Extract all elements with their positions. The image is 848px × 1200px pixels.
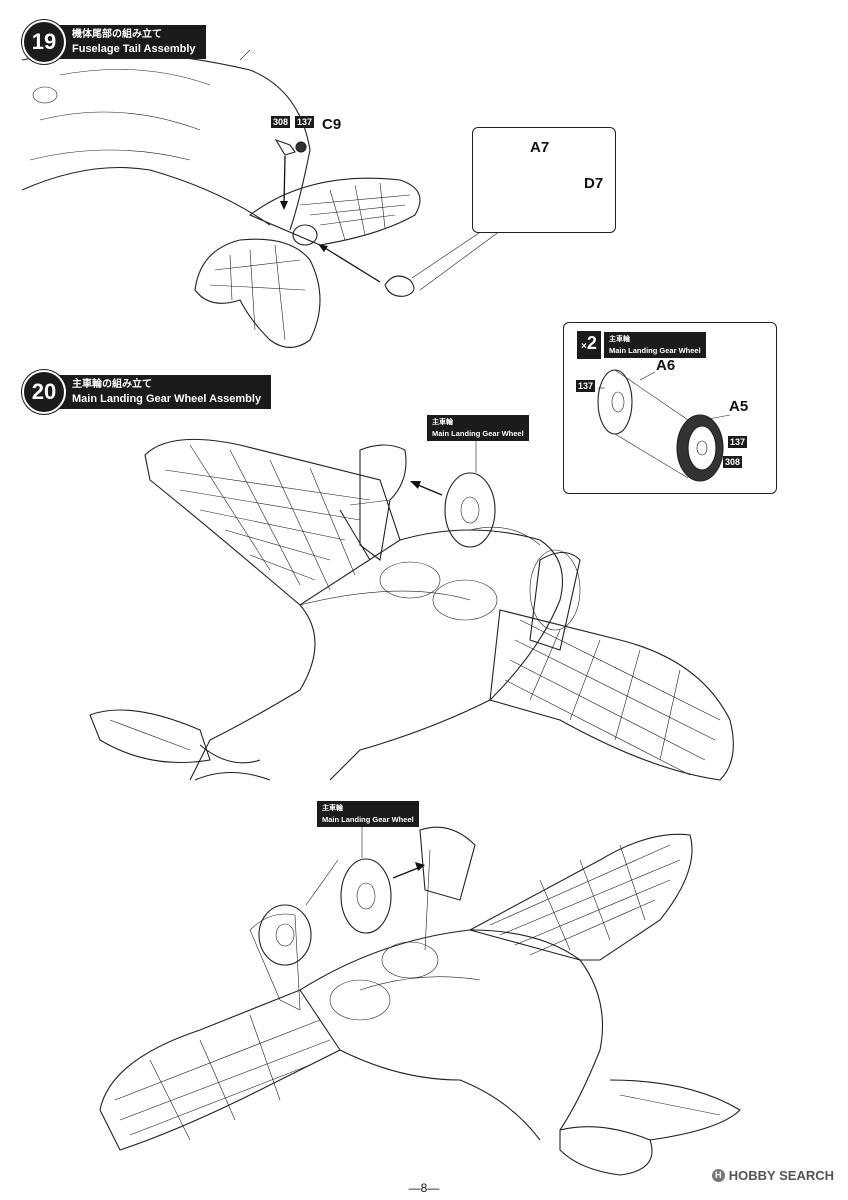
wheel-detail-title-en: Main Landing Gear Wheel <box>609 346 701 355</box>
part-a7-label: A7 <box>530 139 550 156</box>
aircraft-lower-drawing <box>99 825 741 1176</box>
quantity-value: 2 <box>586 333 597 353</box>
aircraft-upper-drawing <box>89 437 734 781</box>
wheel-detail-title-jp: 主車輪 <box>609 336 630 343</box>
part-c9-label: C9 <box>322 116 342 133</box>
main-wheel-callout-upper: 主車輪 Main Landing Gear Wheel <box>427 415 529 441</box>
paint-code-308-right: 308 <box>723 456 743 468</box>
wheel-detail-drawing <box>597 369 731 482</box>
hobby-search-watermark: H HOBBY SEARCH <box>711 1168 834 1183</box>
main-wheel-callout-lower: 主車輪 Main Landing Gear Wheel <box>317 801 419 827</box>
watermark-text: HOBBY SEARCH <box>728 1168 834 1183</box>
paint-code-137: 137 <box>295 116 315 128</box>
step-20-title: 主車輪の組み立て Main Landing Gear Wheel Assembl… <box>52 375 272 409</box>
step-19-header: 19 機体尾部の組み立て Fuselage Tail Assembly <box>22 20 206 64</box>
wheel-quantity-badge: ×2 <box>577 331 601 359</box>
callout-upper-en: Main Landing Gear Wheel <box>432 429 524 438</box>
part-a6-label: A6 <box>656 357 676 374</box>
step-20-title-jp: 主車輪の組み立て <box>72 379 152 390</box>
hobby-search-logo-icon: H <box>711 1169 725 1182</box>
tail-fuselage-drawing <box>21 49 501 349</box>
page-number: —8— <box>408 1181 440 1195</box>
step-19-title-en: Fuselage Tail Assembly <box>72 43 196 55</box>
part-a5-label: A5 <box>729 398 749 415</box>
callout-upper-jp: 主車輪 <box>432 419 453 426</box>
step-20-number: 20 <box>22 370 66 414</box>
step-19-title: 機体尾部の組み立て Fuselage Tail Assembly <box>52 25 206 59</box>
step-20-title-en: Main Landing Gear Wheel Assembly <box>72 393 262 405</box>
paint-code-308: 308 <box>271 116 291 128</box>
tail-cone-inset-box <box>472 127 616 233</box>
step-19-number: 19 <box>22 20 66 64</box>
paint-code-137-right: 137 <box>728 436 748 448</box>
step-19-title-jp: 機体尾部の組み立て <box>72 29 162 40</box>
paint-code-137-left: 137 <box>576 380 596 392</box>
callout-lower-jp: 主車輪 <box>322 805 343 812</box>
callout-lower-en: Main Landing Gear Wheel <box>322 815 414 824</box>
wheel-detail-title: 主車輪 Main Landing Gear Wheel <box>604 332 706 358</box>
wheel-detail-panel <box>563 322 777 494</box>
step-20-header: 20 主車輪の組み立て Main Landing Gear Wheel Asse… <box>22 370 272 414</box>
part-d7-label: D7 <box>584 175 604 192</box>
quantity-prefix: × <box>581 341 587 352</box>
